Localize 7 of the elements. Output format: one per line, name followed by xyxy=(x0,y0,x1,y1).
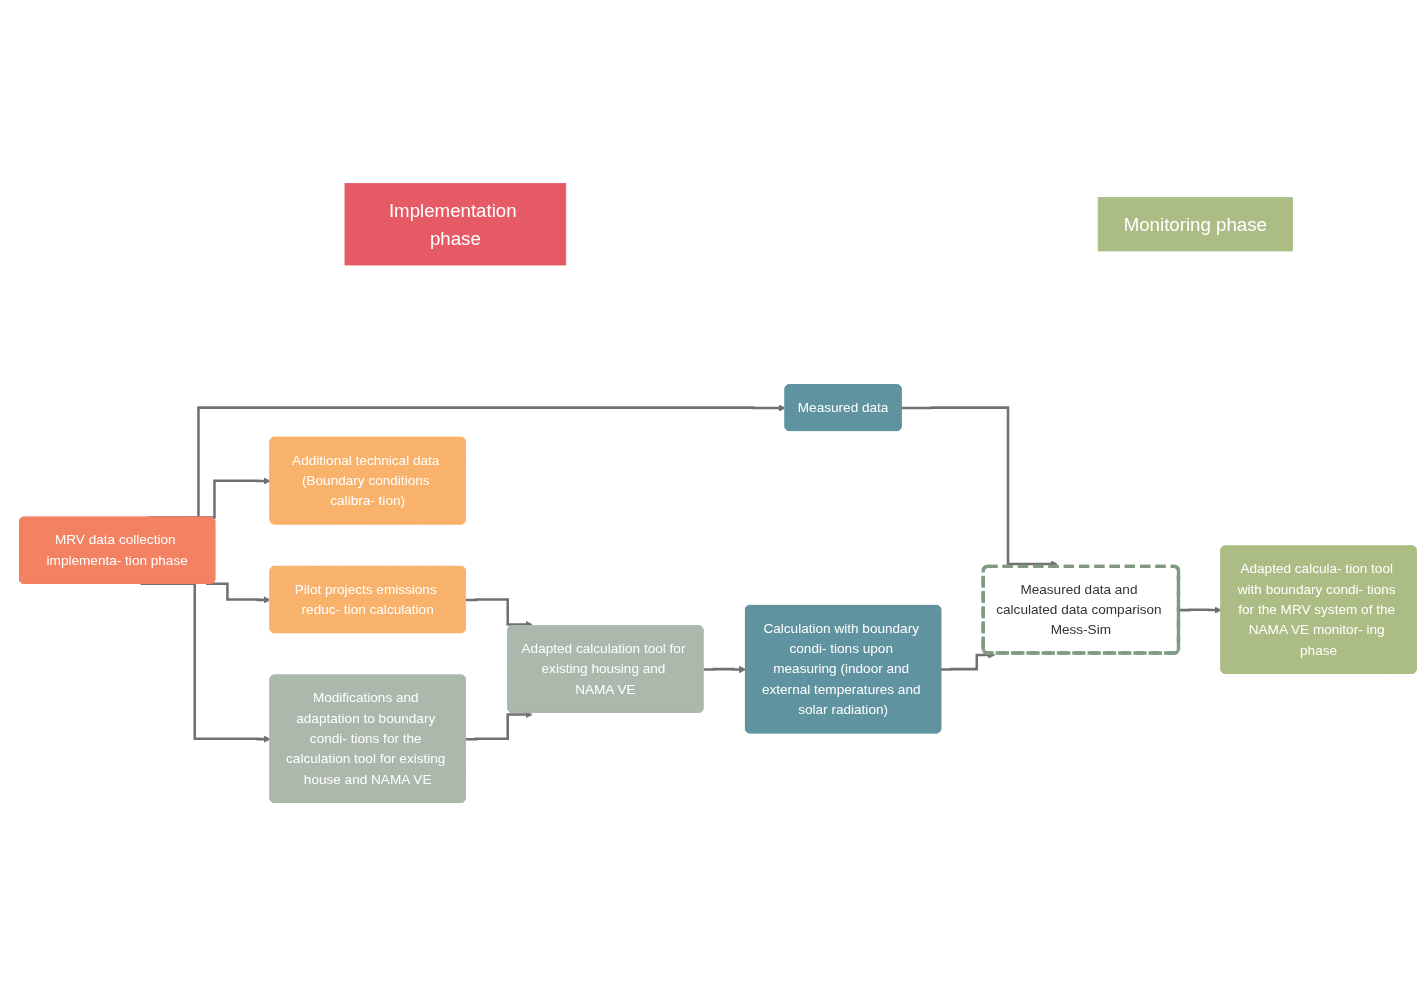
arrow xyxy=(703,666,747,674)
arrow xyxy=(206,582,271,604)
arrow xyxy=(465,598,533,629)
node-box: Monitoring phase xyxy=(1097,197,1293,252)
arrow xyxy=(465,711,533,741)
node-box: Implementation phase xyxy=(344,183,567,266)
arrow xyxy=(941,651,996,672)
